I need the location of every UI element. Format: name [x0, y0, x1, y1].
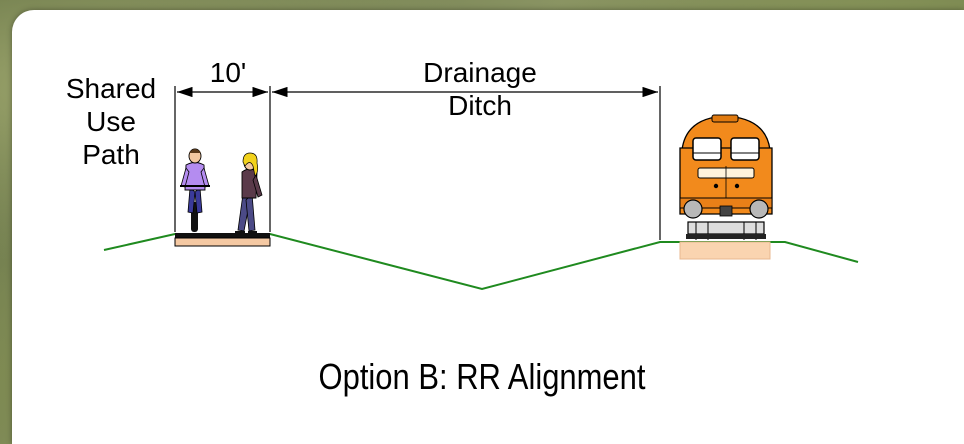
pedestrian-icon — [235, 152, 263, 234]
diagram-caption: Option B: RR Alignment — [318, 356, 646, 397]
cyclist-icon — [180, 148, 210, 232]
drainage-ditch-label: Drainage Ditch — [423, 57, 537, 121]
path-width-label: 10' — [209, 57, 247, 88]
rail-bed — [679, 241, 771, 260]
locomotive-icon — [679, 114, 773, 240]
extension-lines — [174, 86, 661, 240]
diagram-panel — [12, 10, 964, 444]
path-surface — [174, 233, 271, 247]
shared-use-path-label: Shared Use Path — [65, 73, 157, 170]
